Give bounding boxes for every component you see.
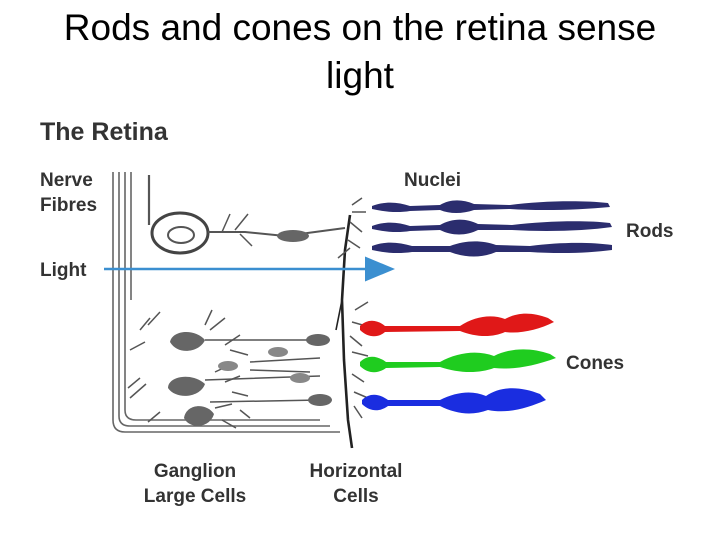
dendrite-tufts	[337, 197, 369, 419]
rod-1	[372, 200, 610, 213]
slide-title-line-1: Rods and cones on the retina sense	[63, 7, 657, 48]
horizontal-cells-label-2: Cells	[333, 486, 378, 507]
ganglion-label-1: Ganglion	[154, 461, 236, 482]
slide-title-line-2: light	[326, 55, 394, 96]
light-label: Light	[40, 260, 87, 281]
cones-label: Cones	[566, 353, 624, 374]
cones	[360, 313, 556, 414]
nerve-fibres-label-2: Fibres	[40, 195, 97, 216]
rod-2	[372, 219, 612, 235]
horizontal-cells-label-1: Horizontal	[310, 461, 403, 482]
nerve-fibres-label-1: Nerve	[40, 170, 93, 191]
cone-green	[360, 349, 556, 373]
nerve-fibres	[112, 172, 340, 433]
slide-title: Rods and cones on the retina sense light	[0, 4, 720, 100]
cone-blue	[362, 388, 546, 414]
diagram-heading: The Retina	[40, 118, 169, 146]
cone-red	[360, 313, 554, 337]
rods	[372, 200, 612, 257]
nuclei-label: Nuclei	[404, 170, 461, 191]
upper-ganglion-cell	[147, 175, 346, 255]
horizontal-cell-process	[335, 214, 354, 449]
ganglion-label-2: Large Cells	[144, 486, 246, 507]
lower-ganglion-cells	[127, 309, 332, 429]
rod-3	[372, 241, 612, 257]
rods-label: Rods	[626, 221, 674, 242]
